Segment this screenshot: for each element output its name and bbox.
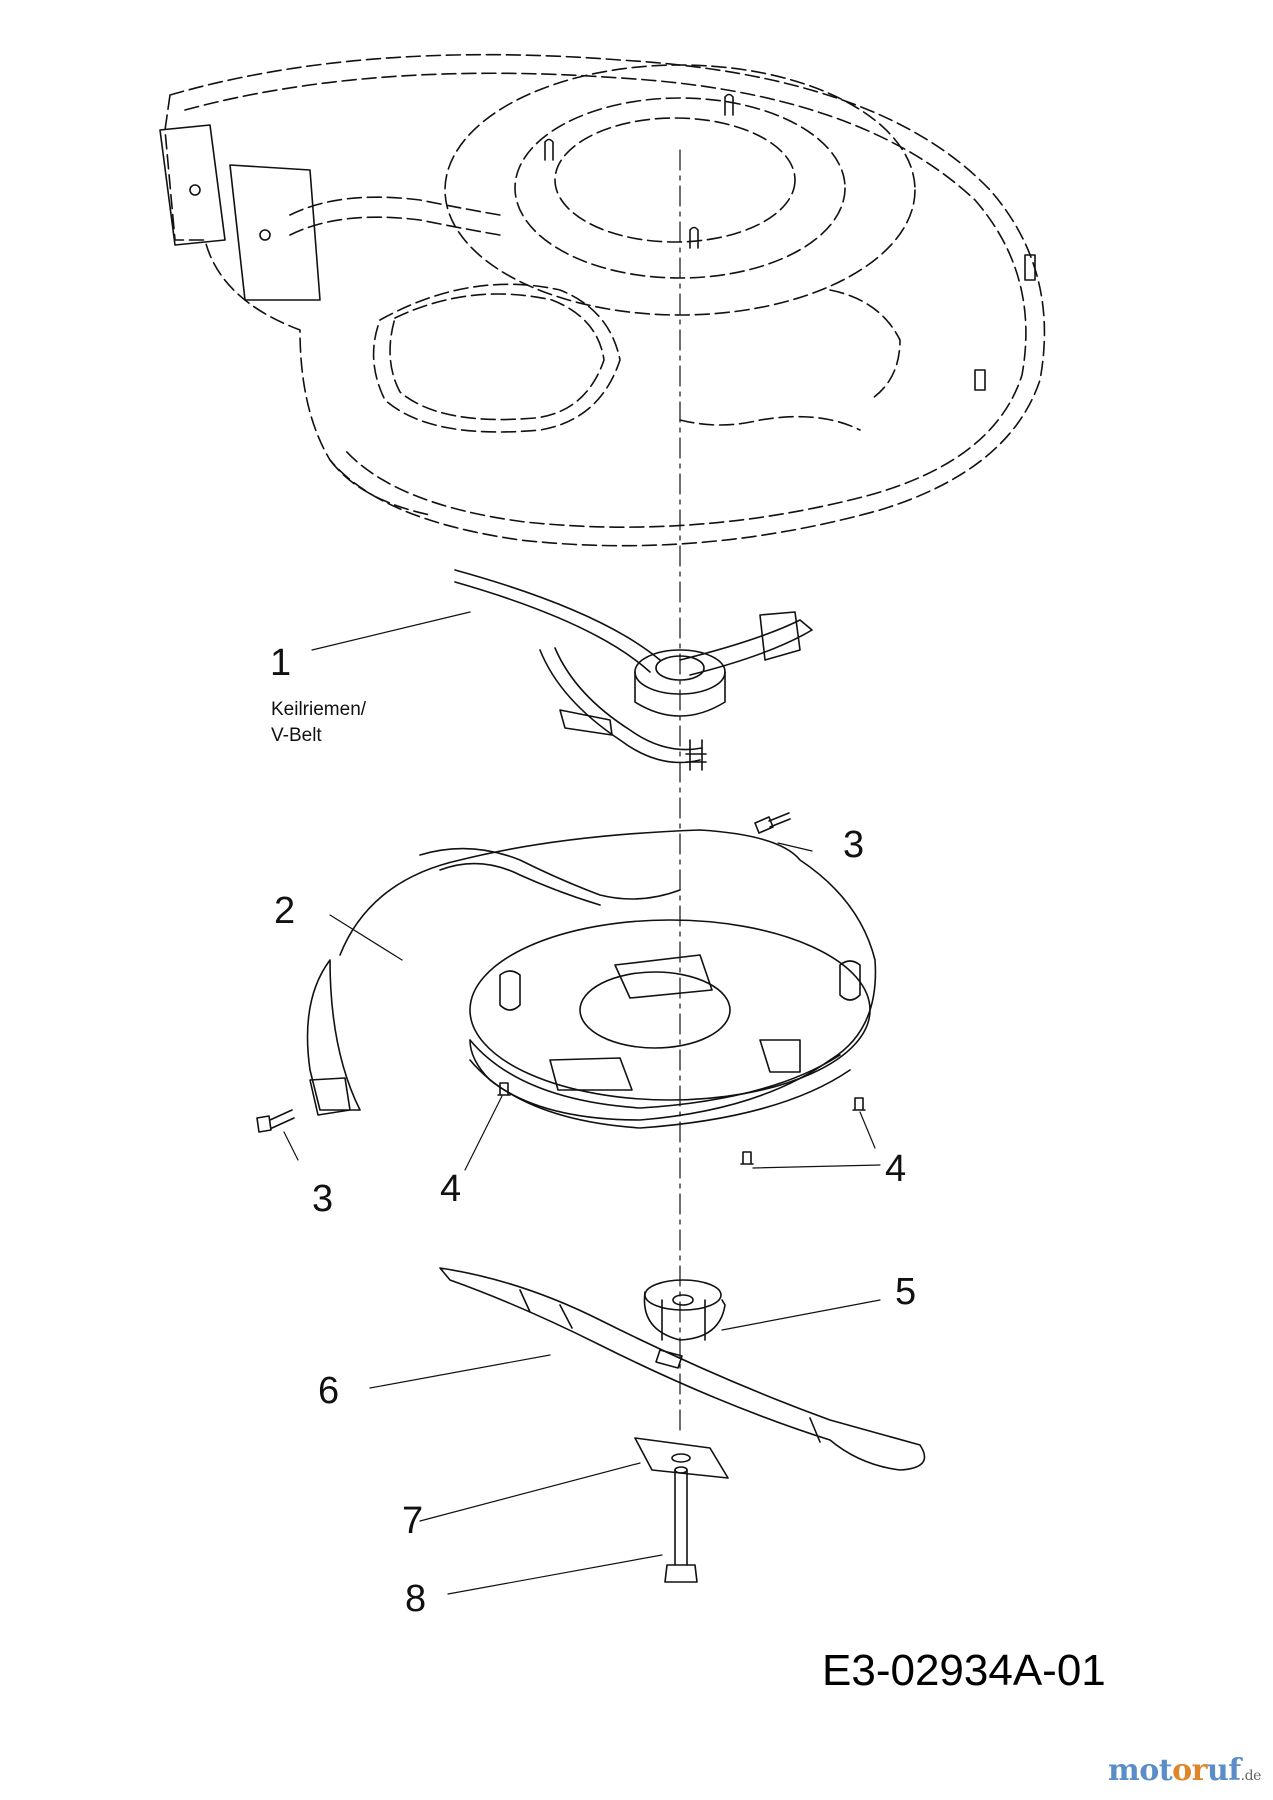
deck-studs — [544, 93, 1036, 391]
motoruf-logo: motoruf.de — [1108, 1753, 1261, 1788]
logo-part-3: uf — [1206, 1753, 1241, 1788]
callout-1: 1 — [270, 642, 292, 684]
blade-adapter — [643, 1279, 726, 1341]
logo-part-1: mot — [1108, 1753, 1173, 1788]
logo-tld: .de — [1240, 1768, 1262, 1784]
callout-8: 8 — [405, 1578, 427, 1620]
callout-5: 5 — [895, 1271, 917, 1313]
blade-bolt — [664, 1466, 698, 1583]
v-belt-assembly — [454, 569, 813, 771]
leader-lines — [283, 611, 881, 1595]
mower-blade — [439, 1267, 926, 1471]
callout-3-left: 3 — [312, 1178, 334, 1220]
screw-3-left — [256, 1109, 295, 1133]
part-note-line-1: Keilriemen/ — [271, 699, 367, 720]
callout-4-left: 4 — [440, 1168, 462, 1210]
logo-part-2: or — [1172, 1753, 1207, 1788]
screw-3-top — [754, 812, 791, 834]
blade-bracket — [634, 1437, 729, 1479]
callout-3-top: 3 — [843, 824, 865, 866]
blade-housing-baffle — [306, 829, 877, 1129]
callout-7: 7 — [402, 1500, 424, 1542]
deck-mounting-bracket — [159, 124, 321, 301]
callout-4-right: 4 — [885, 1148, 907, 1190]
callout-2: 2 — [274, 890, 296, 932]
callout-6: 6 — [318, 1370, 340, 1412]
part-note-line-2: V-Belt — [271, 724, 322, 746]
mower-deck-housing — [164, 53, 1046, 547]
screws-4 — [497, 1082, 866, 1165]
document-number: E3-02934A-01 — [822, 1646, 1106, 1695]
part-note-v-belt: Keilriemen/ V-Belt — [271, 697, 366, 748]
